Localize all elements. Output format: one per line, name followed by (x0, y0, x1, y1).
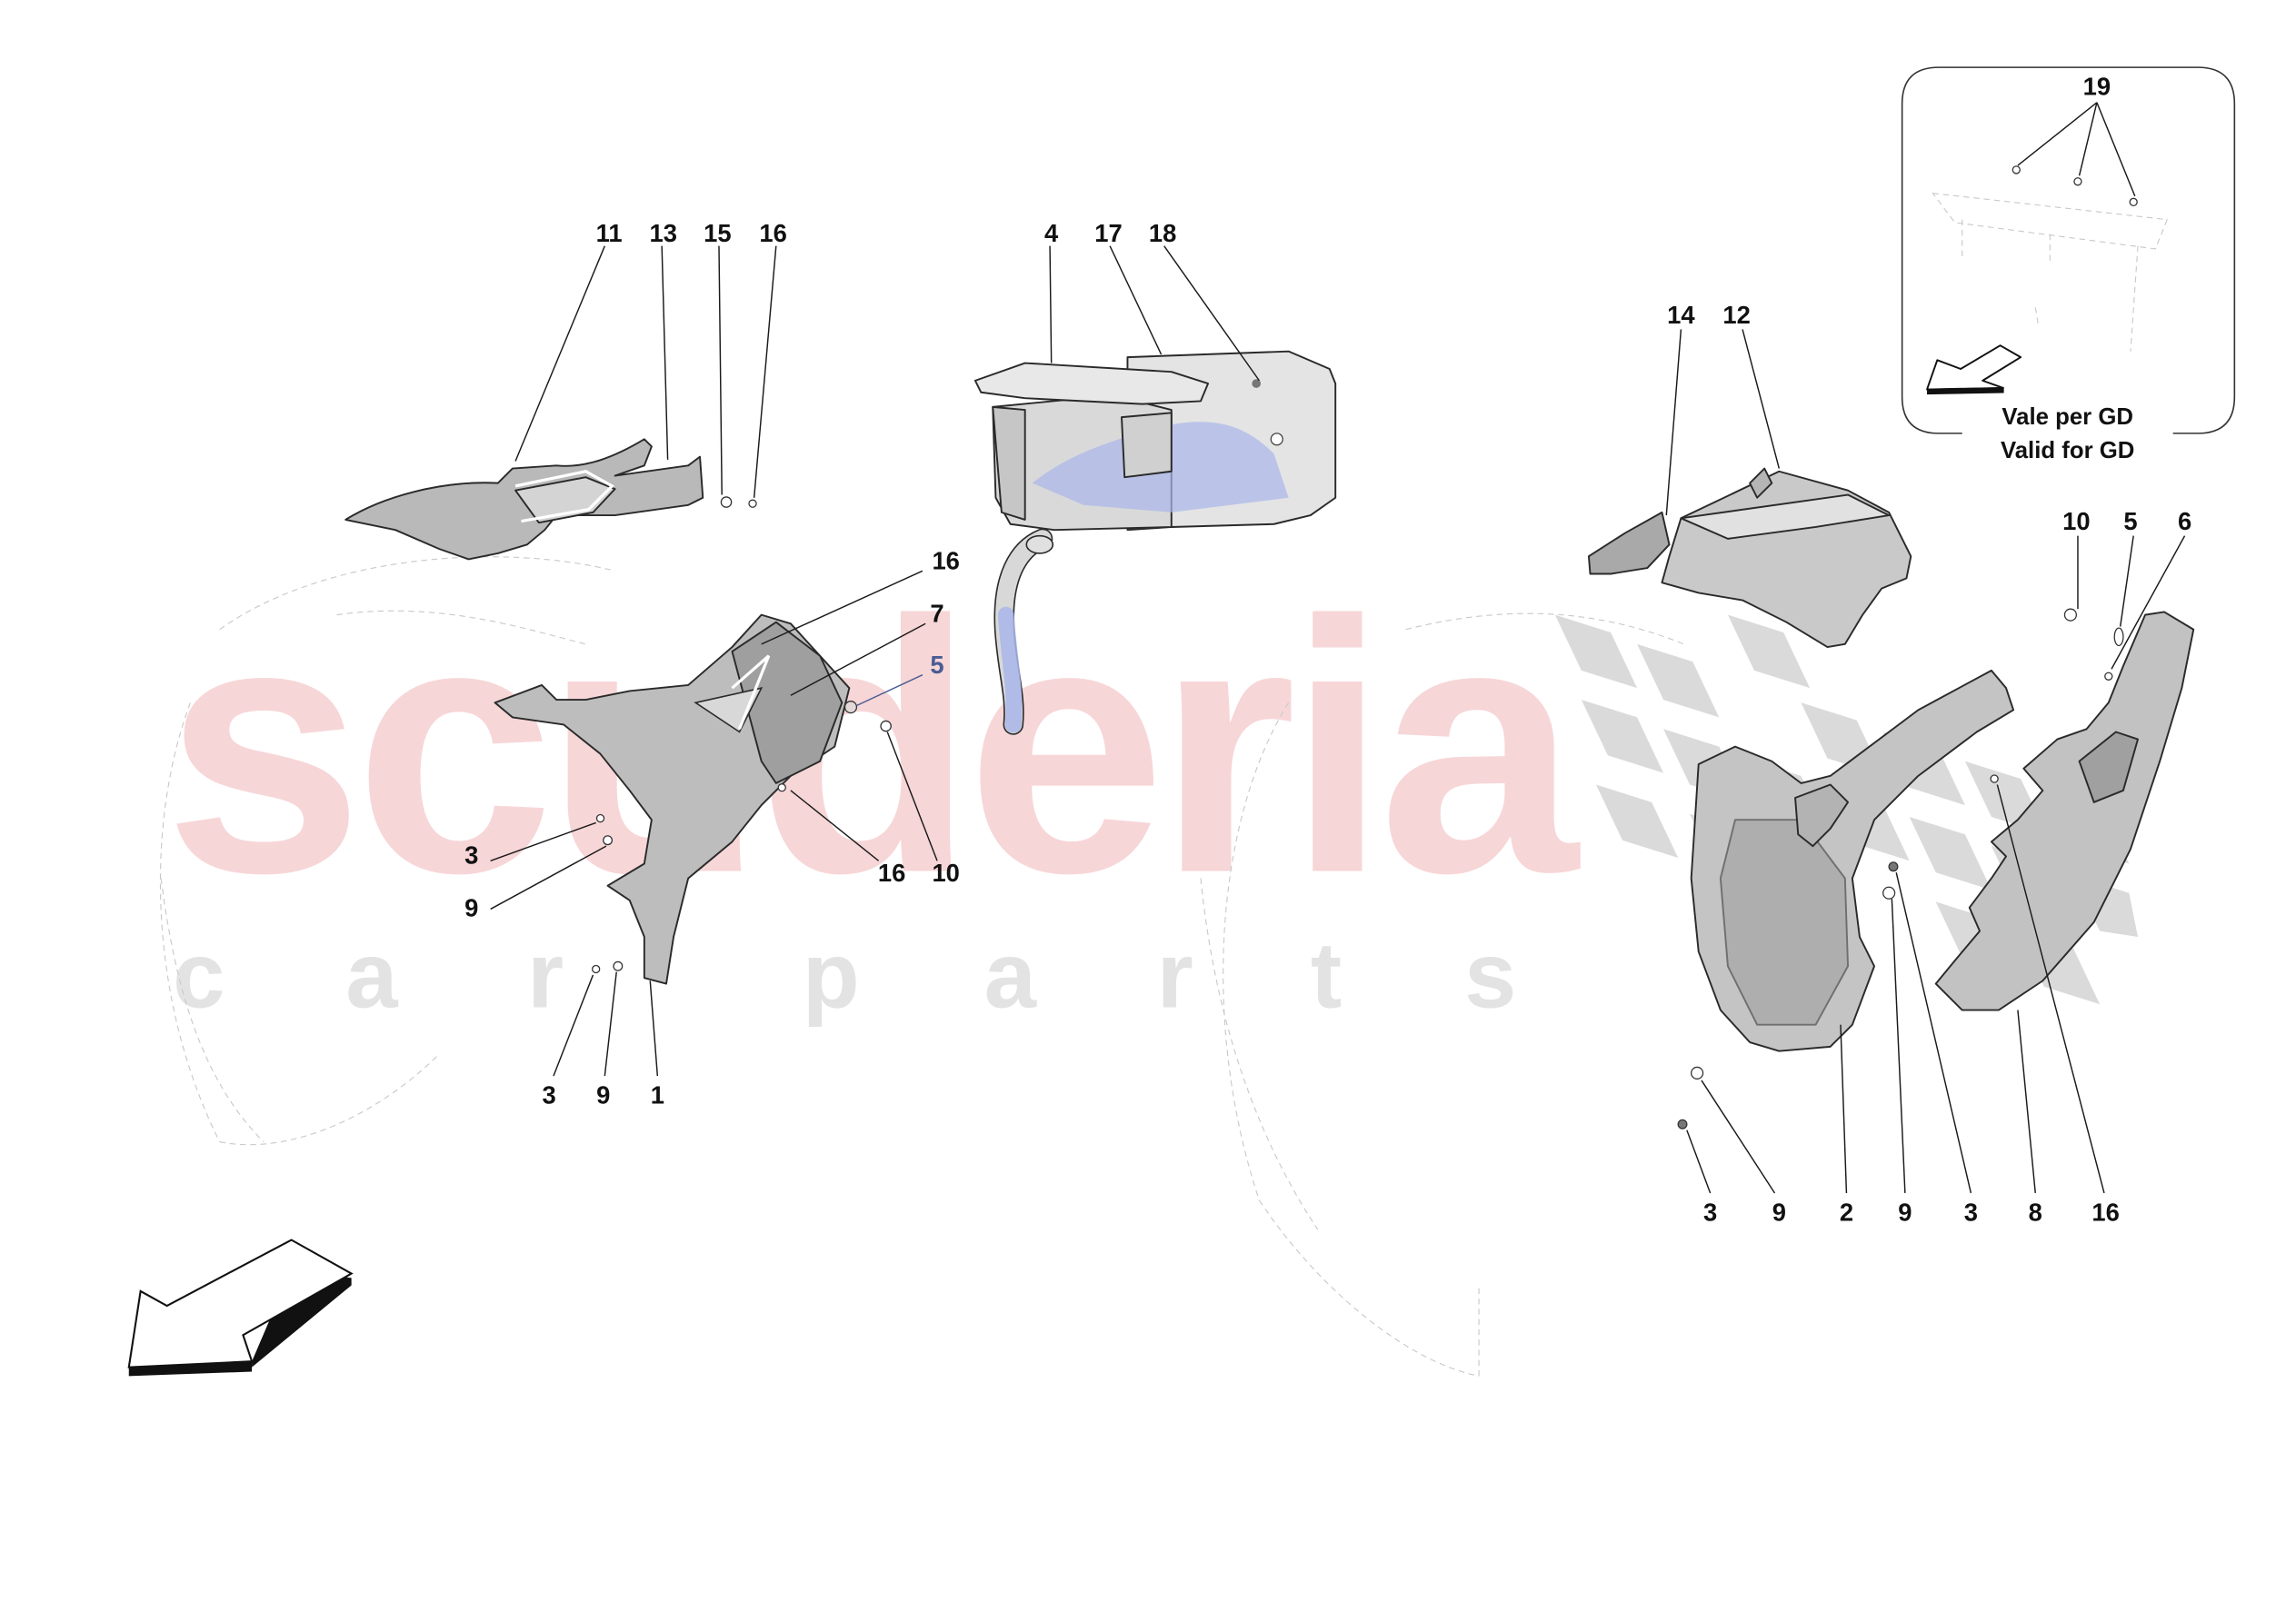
washer-9-lower (613, 960, 624, 971)
callout-14: 14 (1667, 301, 1695, 329)
watermark-scuderia: scuderia (164, 547, 1580, 948)
washer-9-right-inner (1882, 886, 1896, 900)
screw-3-upper (595, 813, 605, 823)
screw-3-lower (591, 964, 601, 974)
callout-16: 16 (759, 219, 786, 247)
fasteners (591, 496, 2124, 1129)
washer-15 (720, 496, 733, 508)
svg-text:a: a (345, 922, 398, 1027)
svg-text:s: s (1464, 922, 1516, 1027)
callout-1: 1 (651, 1081, 664, 1110)
callout-3: 3 (1964, 1199, 1978, 1227)
callout-8: 8 (2029, 1199, 2042, 1227)
leader-lines (490, 245, 2186, 1194)
callout-16: 16 (2091, 1199, 2119, 1227)
svg-text:r: r (1157, 922, 1193, 1027)
screw-16-right (1990, 774, 1999, 783)
callout-12: 12 (1722, 301, 1750, 329)
washer-9-bottom-right (1691, 1066, 1704, 1080)
inset-gd-variant: 19 Vale per GD Valid for GD (1901, 66, 2236, 463)
clip-5-mid (844, 701, 858, 714)
callout-16: 16 (932, 547, 959, 575)
screw-16-mid (777, 783, 786, 792)
callout-labels: 11 13 15 16 4 17 18 14 12 16 7 5 3 9 16 … (464, 219, 2191, 1227)
callout-9: 9 (464, 893, 478, 921)
callout-5: 5 (930, 651, 943, 679)
svg-text:p: p (803, 922, 860, 1027)
screw-3-bottom-right (1677, 1119, 1688, 1129)
nut-10-mid (880, 720, 892, 732)
svg-text:r: r (527, 922, 564, 1027)
screw-3-right-inner (1888, 861, 1899, 872)
part-2-right-wheelarch-liner (1690, 669, 2015, 1052)
inset-direction-arrow-icon (1926, 344, 2022, 395)
callout-13: 13 (650, 219, 677, 247)
watermark-carparts: c a r p a r t s (173, 922, 1516, 1027)
rivet-6 (2104, 672, 2113, 681)
callout-7: 7 (930, 600, 943, 628)
inset-note-italian: Vale per GD (2002, 404, 2133, 430)
direction-arrow-icon (127, 1239, 354, 1377)
part-11-13-upper-liner (344, 438, 704, 561)
screw-16-top (748, 499, 757, 508)
clip-5-right (2113, 627, 2124, 647)
svg-text:t: t (1311, 922, 1342, 1027)
svg-text:c: c (173, 922, 225, 1027)
callout-10: 10 (2062, 507, 2090, 535)
callout-11: 11 (596, 219, 623, 247)
callout-18: 18 (1149, 219, 1176, 247)
nut-10-right (2063, 608, 2077, 622)
callout-19: 19 (2083, 73, 2111, 101)
callout-3: 3 (1703, 1199, 1717, 1227)
callout-2: 2 (1840, 1199, 1853, 1227)
callout-16: 16 (878, 859, 905, 887)
inset-note-english: Valid for GD (2001, 438, 2134, 463)
callout-17: 17 (1094, 219, 1122, 247)
callout-4: 4 (1044, 219, 1059, 247)
part-8-outer-deflector (1934, 611, 2195, 1011)
callout-6: 6 (2178, 507, 2191, 535)
callout-3: 3 (542, 1081, 555, 1110)
washer-9-upper (603, 835, 614, 846)
callout-15: 15 (704, 219, 731, 247)
ghost-outline-left-wheel (159, 556, 615, 1146)
callout-5: 5 (2123, 507, 2137, 535)
callout-10: 10 (932, 859, 959, 887)
callout-9: 9 (596, 1081, 610, 1110)
callout-9: 9 (1898, 1199, 1912, 1227)
inset-clips (2011, 165, 2138, 207)
callout-9: 9 (1772, 1199, 1786, 1227)
part-4-reservoir (973, 350, 1337, 532)
part-12-14-upper-duct (1587, 467, 1912, 649)
part-1-left-wheelarch-liner (494, 613, 851, 985)
svg-text:a: a (984, 922, 1037, 1027)
ghost-outline-right-wheel (1200, 612, 1684, 1377)
part-4-hose (993, 528, 1054, 735)
callout-3: 3 (464, 841, 478, 869)
